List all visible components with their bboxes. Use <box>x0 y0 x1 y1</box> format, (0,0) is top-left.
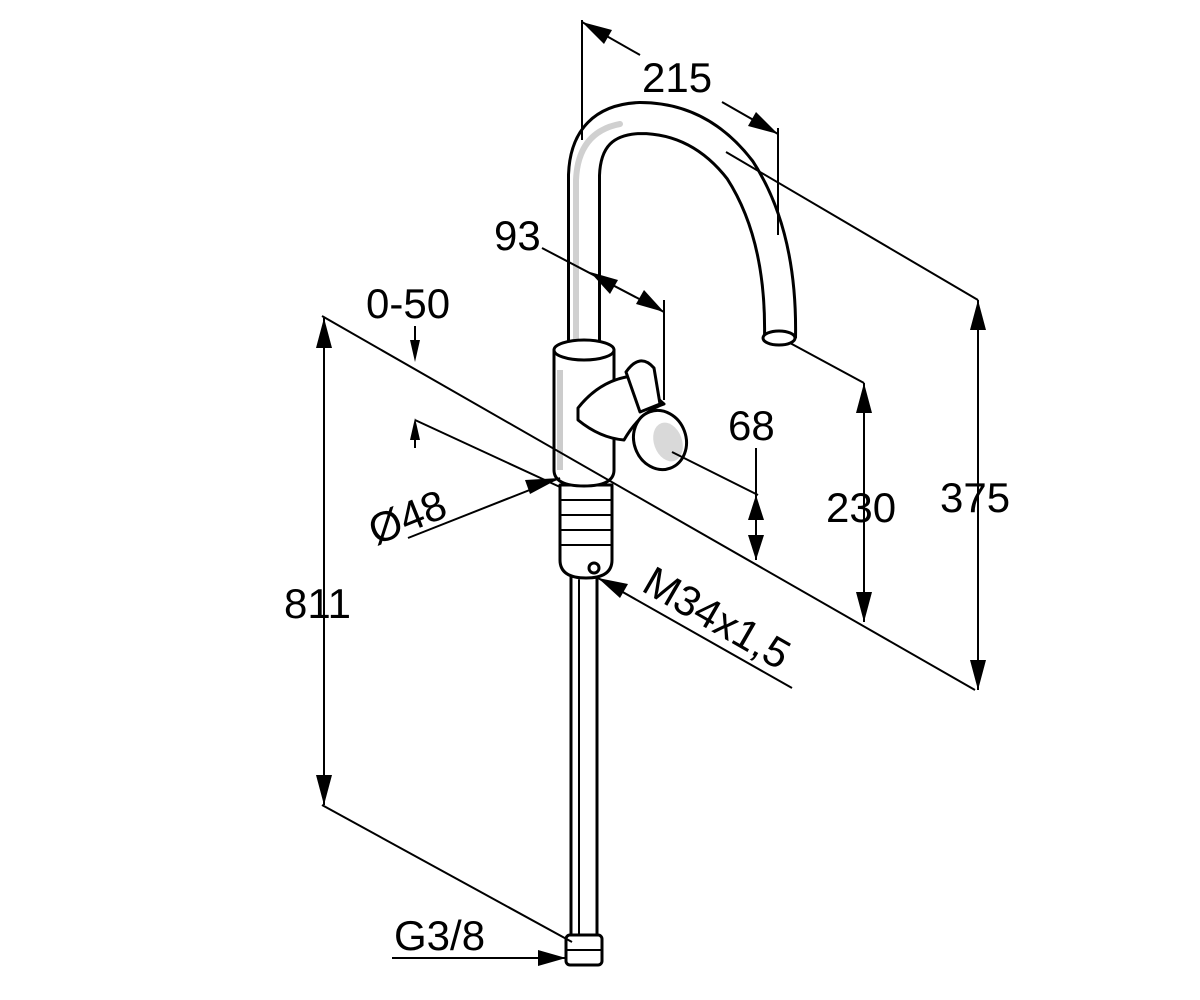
lever-arm <box>624 359 662 414</box>
dimension-m34: M34x1,5 <box>597 557 799 689</box>
label-375: 375 <box>940 474 1010 521</box>
label-48: Ø48 <box>362 481 453 554</box>
dimension-48: Ø48 <box>362 477 561 554</box>
mounting-stud <box>558 483 614 580</box>
body-top-ring <box>552 338 616 362</box>
label-811: 811 <box>284 580 351 627</box>
dimension-0-50: 0-50 <box>366 280 561 488</box>
supply-hose <box>569 573 599 942</box>
label-68: 68 <box>728 402 775 449</box>
dimension-93: 93 <box>494 212 665 400</box>
dimension-230: 230 <box>789 342 896 622</box>
dimension-215: 215 <box>581 20 779 235</box>
label-g38: G3/8 <box>394 912 485 959</box>
dimension-375: 375 <box>725 151 1010 690</box>
stud-screw <box>587 561 601 575</box>
dimension-68: 68 <box>671 402 775 560</box>
spout-tube-outline <box>567 101 798 350</box>
spout-shading <box>573 121 623 343</box>
dimension-g38: G3/8 <box>392 912 566 966</box>
label-230: 230 <box>826 484 896 531</box>
label-93: 93 <box>494 212 541 259</box>
label-0-50: 0-50 <box>366 280 450 327</box>
dimension-811: 811 <box>284 315 976 943</box>
lever-knob-face <box>653 422 683 462</box>
faucet-body <box>552 101 798 967</box>
spout-outlet <box>761 329 797 347</box>
label-215: 215 <box>642 54 712 101</box>
